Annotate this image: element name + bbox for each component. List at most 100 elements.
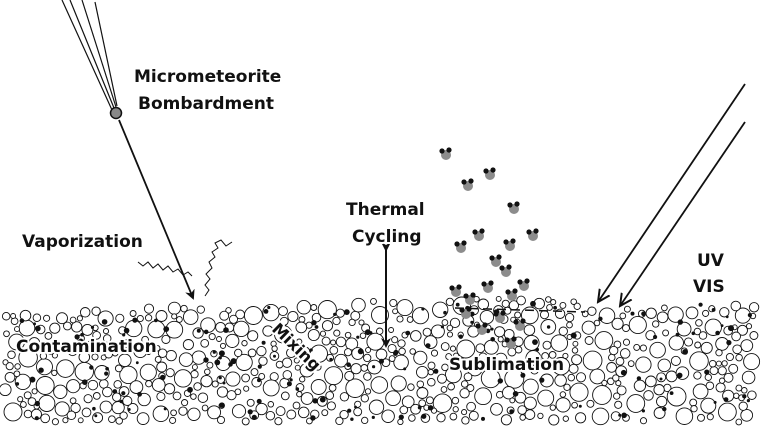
regolith-grain-layer (0, 295, 761, 426)
regolith-grain (409, 348, 416, 355)
regolith-grain (545, 296, 552, 303)
contaminant-speck (53, 344, 57, 348)
regolith-grain (643, 390, 654, 401)
regolith-grain (165, 368, 175, 378)
regolith-grain (4, 371, 16, 383)
regolith-grain (339, 409, 349, 420)
contaminant-speck (726, 340, 732, 346)
regolith-grain (407, 383, 415, 391)
regolith-grain (136, 412, 150, 425)
contaminant-speck (618, 413, 622, 417)
regolith-grain (118, 353, 132, 368)
regolith-grain (616, 385, 627, 396)
regolith-grain (449, 317, 461, 329)
regolith-grain (575, 372, 587, 383)
regolith-grain (293, 357, 300, 364)
regolith-grain (23, 409, 33, 419)
regolith-grain (463, 372, 473, 382)
contaminant-speck (421, 413, 427, 419)
regolith-grain (667, 306, 684, 323)
regolith-grain (163, 383, 176, 395)
regolith-grain (587, 306, 597, 316)
regolith-grain (181, 399, 189, 407)
regolith-grain (460, 380, 469, 388)
regolith-grain (145, 380, 153, 388)
regolith-grain (468, 410, 479, 421)
contaminant-speck (371, 415, 375, 419)
molecule (499, 264, 512, 277)
regolith-grain (7, 350, 16, 360)
regolith-grain (69, 316, 77, 324)
regolith-grain (86, 340, 95, 349)
regolith-grain (509, 397, 516, 404)
regolith-grain (111, 349, 119, 357)
regolith-grain (70, 402, 81, 414)
contaminant-speck (218, 376, 222, 380)
regolith-grain (743, 353, 761, 371)
regolith-grain (287, 310, 299, 323)
regolith-grain (3, 330, 10, 338)
regolith-grain (645, 307, 657, 319)
regolith-grain (243, 306, 263, 325)
contaminant-speck (713, 400, 717, 404)
regolith-grain (715, 349, 723, 357)
contaminant-speck (746, 399, 751, 403)
regolith-grain (216, 386, 229, 398)
regolith-grain (519, 414, 526, 421)
regolith-grain (10, 313, 17, 319)
regolith-grain (77, 417, 84, 424)
contaminant-speck (98, 341, 102, 345)
regolith-grain (115, 313, 125, 323)
regolith-grain (523, 396, 537, 410)
regolith-grain (445, 297, 455, 307)
contaminant-speck (598, 316, 603, 321)
sublimating-molecules (439, 147, 539, 349)
regolith-grain (559, 301, 567, 309)
regolith-grain (122, 395, 133, 406)
regolith-grain (300, 392, 314, 405)
molecule (463, 292, 476, 305)
regolith-grain (280, 391, 290, 401)
regolith-grain (564, 312, 575, 323)
contaminant-speck (132, 317, 138, 323)
regolith-grain (87, 379, 99, 391)
regolith-grain (685, 306, 699, 320)
molecule (517, 278, 530, 291)
regolith-grain (639, 344, 647, 352)
regolith-grain (719, 307, 730, 318)
regolith-grain (28, 337, 41, 350)
regolith-grain (62, 417, 69, 424)
regolith-grain (39, 352, 48, 360)
contaminant-speck (105, 366, 109, 371)
regolith-grain (397, 418, 404, 426)
contaminant-speck (350, 417, 354, 421)
regolith-grain (548, 414, 560, 426)
regolith-grain (139, 363, 157, 381)
contaminant-speck (34, 325, 41, 332)
regolith-grain (99, 400, 113, 414)
regolith-grain (413, 350, 428, 365)
regolith-grain (376, 327, 384, 335)
contaminant-speck (533, 361, 539, 367)
regolith-grain (601, 379, 608, 387)
regolith-grain (507, 360, 517, 371)
contaminant-speck (154, 318, 158, 323)
contaminant-speck (90, 325, 95, 329)
regolith-grain (13, 370, 21, 378)
regolith-grain (444, 366, 462, 384)
micrometeorite-streaks (61, 0, 118, 111)
regolith-grain (54, 401, 70, 417)
contaminant-speck (641, 409, 646, 413)
regolith-grain (169, 416, 177, 424)
regolith-grain (309, 344, 328, 363)
regolith-grain (191, 364, 198, 371)
regolith-grain (609, 345, 619, 356)
molecule (489, 254, 502, 267)
contaminant-speck (347, 408, 352, 413)
regolith-grain (281, 357, 293, 368)
contaminant-speck (675, 332, 680, 337)
regolith-grain (40, 413, 51, 424)
regolith-grain (278, 306, 288, 317)
regolith-grain (161, 334, 171, 344)
regolith-grain (537, 412, 544, 420)
